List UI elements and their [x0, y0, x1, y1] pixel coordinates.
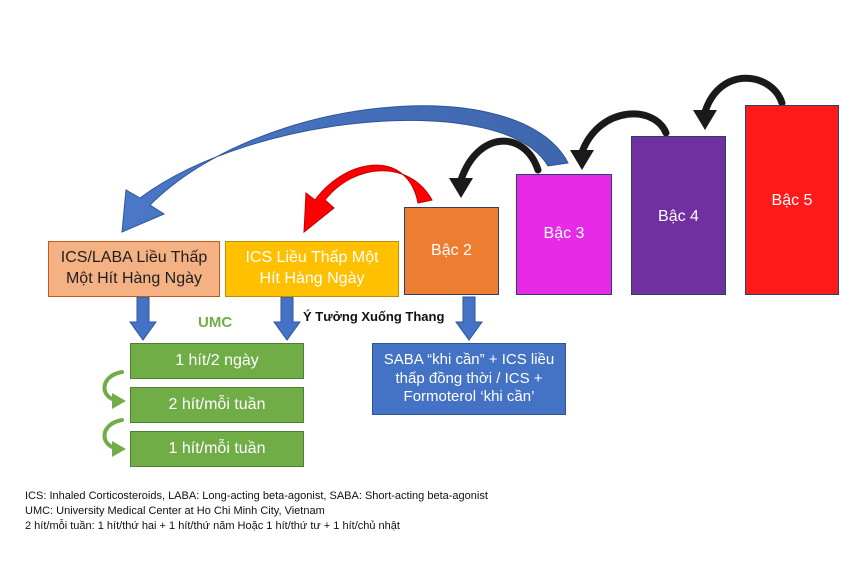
umc-schedule-1: 1 hít/2 ngày — [130, 343, 304, 379]
step-3-box: Bậc 3 — [516, 174, 612, 295]
arrowhead-bac4 — [693, 110, 717, 130]
green-arrow-2 — [102, 418, 124, 450]
green-arrowhead-2 — [112, 441, 126, 457]
stepdown-label: Ý Tưởng Xuống Thang — [303, 309, 445, 324]
footnote-schedule: 2 hít/mỗi tuần: 1 hít/thứ hai + 1 hít/th… — [25, 520, 400, 532]
step-transition-arrows — [457, 74, 786, 184]
footnote-abbreviations: ICS: Inhaled Corticosteroids, LABA: Long… — [25, 490, 488, 502]
footnote-umc: UMC: University Medical Center at Ho Chi… — [25, 505, 325, 517]
umc-schedule-1-label: 1 hít/2 ngày — [175, 351, 259, 369]
umc-schedule-3-label: 1 hít/mỗi tuần — [168, 439, 266, 457]
stepdown-blue-curved-arrow — [121, 105, 569, 233]
saba-box: SABA “khi cần” + ICS liều thấp đồng thời… — [372, 343, 566, 415]
arrowhead-bac3 — [570, 150, 594, 170]
ics-low-label: ICS Liều Thấp Một Hít Hàng Ngày — [245, 249, 379, 287]
arrow-bac5-to-bac4 — [701, 74, 786, 116]
ics-laba-box: ICS/LABA Liều Thấp Một Hít Hàng Ngày — [48, 241, 220, 297]
umc-schedule-3: 1 hít/mỗi tuần — [130, 431, 304, 467]
umc-schedule-2: 2 hít/mỗi tuần — [130, 387, 304, 423]
arrow-bac4-to-bac3 — [578, 110, 670, 156]
step-2-label: Bậc 2 — [431, 241, 472, 259]
green-arrow-1 — [102, 370, 124, 402]
arrowhead-bac2 — [449, 178, 473, 198]
down-arrow-ics-low — [273, 296, 301, 341]
down-arrow-bac2 — [455, 296, 483, 341]
ics-low-box: ICS Liều Thấp Một Hít Hàng Ngày — [225, 241, 399, 297]
down-arrow-ics-laba — [129, 296, 157, 341]
stepdown-red-curved-arrow — [303, 164, 433, 234]
green-arrowhead-1 — [112, 393, 126, 409]
step-3-label: Bậc 3 — [543, 225, 585, 243]
step-4-box: Bậc 4 — [631, 136, 726, 295]
step-5-box: Bậc 5 — [745, 105, 839, 295]
arrow-bac3-to-bac2 — [457, 137, 542, 184]
ics-laba-label: ICS/LABA Liều Thấp Một Hít Hàng Ngày — [60, 249, 208, 287]
umc-schedule-2-label: 2 hít/mỗi tuần — [168, 395, 266, 413]
umc-label: UMC — [198, 314, 233, 331]
step-4-label: Bậc 4 — [658, 208, 699, 225]
step-5-label: Bậc 5 — [771, 192, 813, 209]
step-2-box: Bậc 2 — [404, 207, 499, 295]
saba-label: SABA “khi cần” + ICS liều thấp đồng thời… — [383, 350, 555, 406]
